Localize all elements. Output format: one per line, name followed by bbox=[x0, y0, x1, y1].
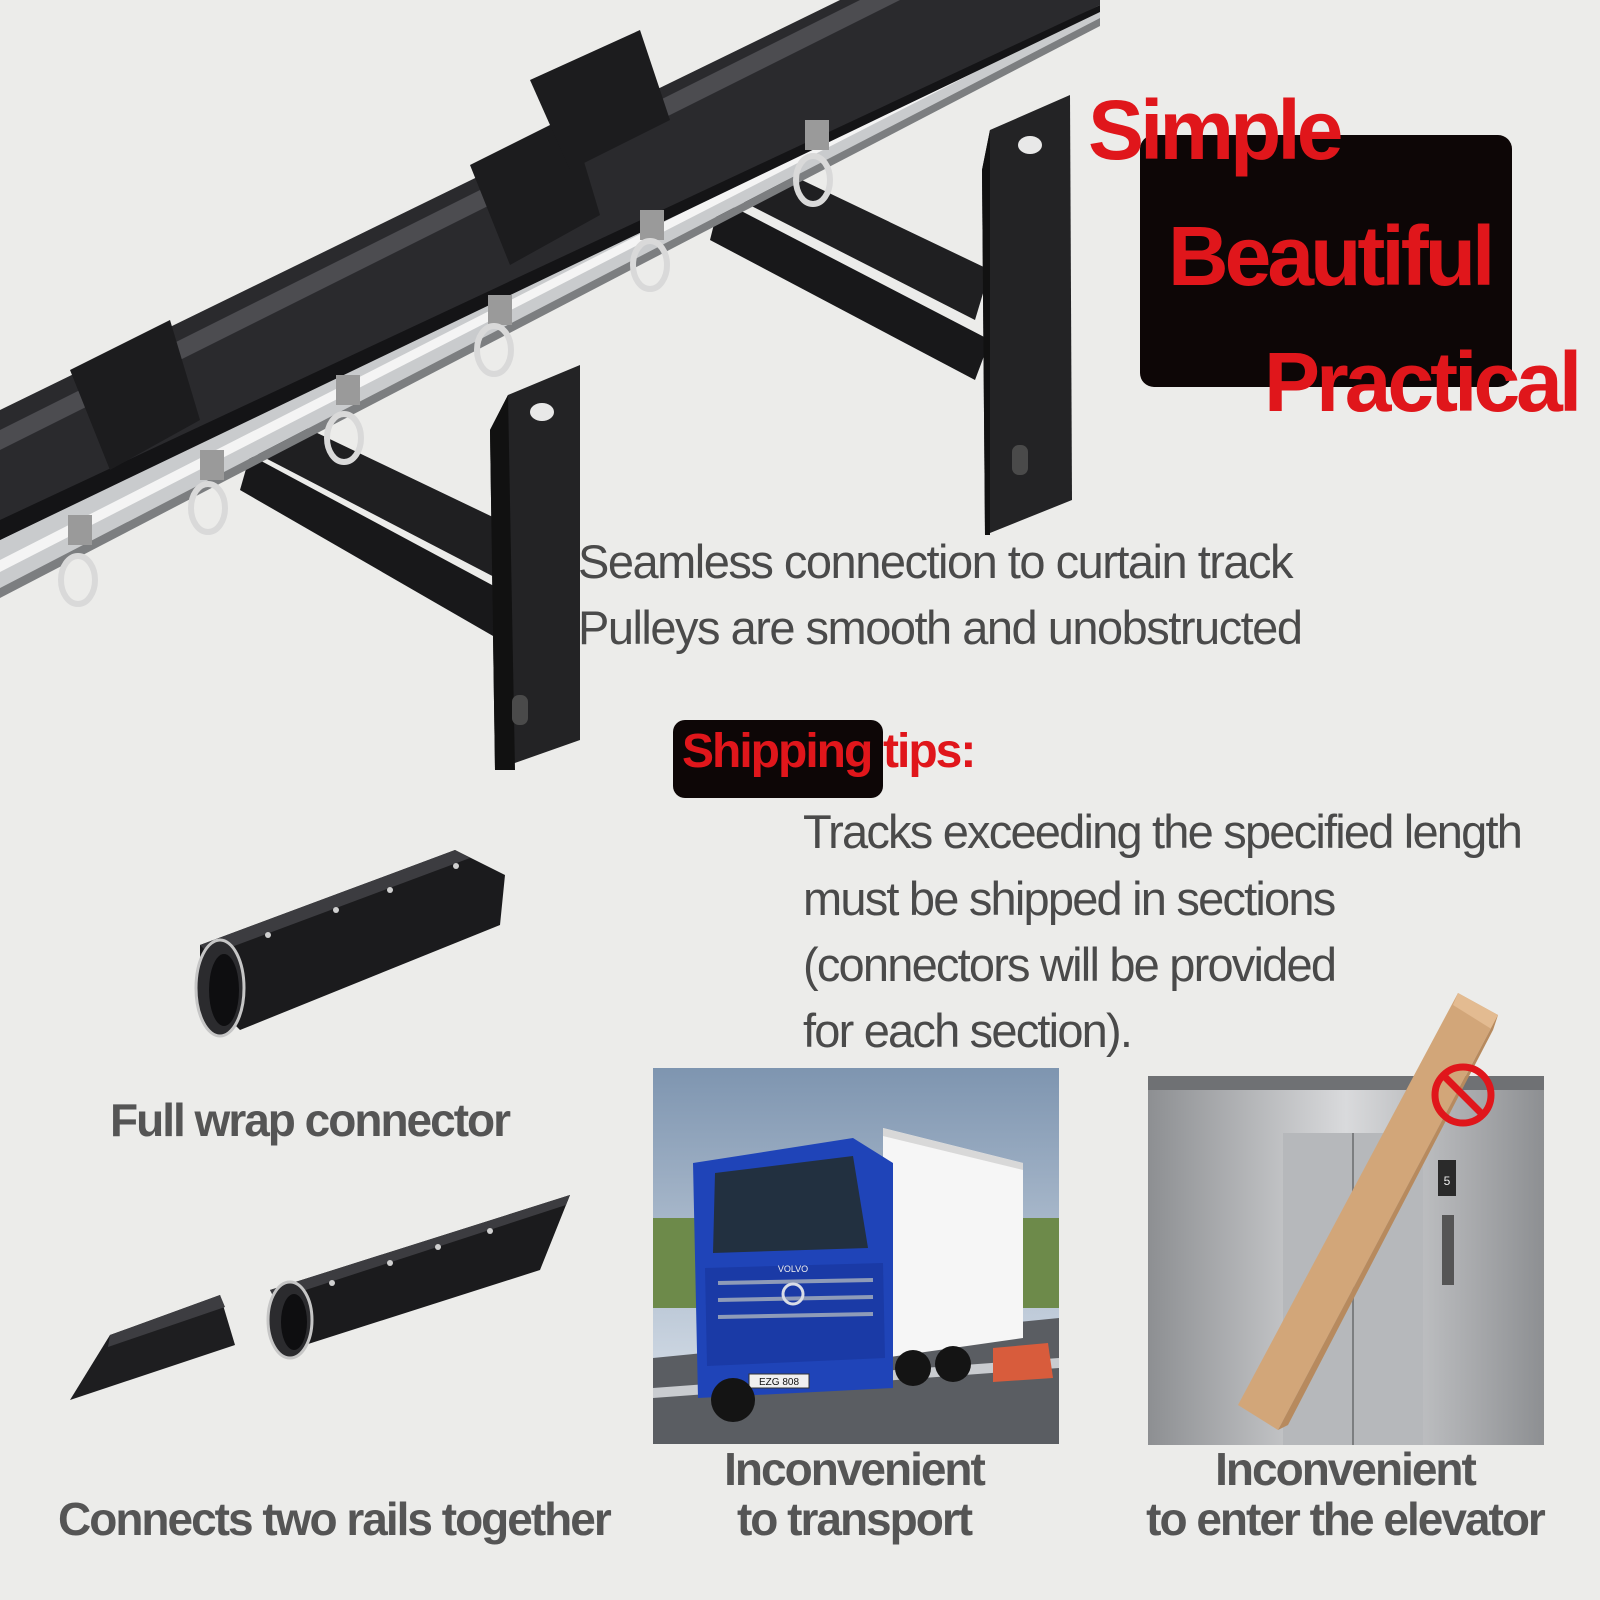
caption-elevator: Inconvenient to enter the elevator bbox=[1128, 1446, 1562, 1546]
prohibited-icon bbox=[1431, 1063, 1495, 1127]
caption-elevator-line: to enter the elevator bbox=[1146, 1493, 1546, 1545]
two-rails-connector-image bbox=[70, 1195, 570, 1400]
caption-two-rails: Connects two rails together bbox=[58, 1493, 612, 1545]
tagline-background bbox=[1140, 135, 1512, 387]
shipping-tips-label: tips: bbox=[883, 725, 976, 778]
caption-transport-line: Inconvenient bbox=[724, 1443, 986, 1495]
feature-pulleys: Pulleys are smooth and unobstructed bbox=[578, 601, 1303, 654]
feature-seamless: Seamless connection to curtain track bbox=[578, 535, 1294, 588]
tagline-beautiful: Beautiful bbox=[1168, 209, 1495, 303]
elevator-photo: 5 bbox=[1148, 993, 1544, 1445]
caption-elevator-line: Inconvenient bbox=[1215, 1443, 1477, 1495]
tagline-practical: Practical bbox=[1264, 335, 1582, 429]
truck-photo: EZG 808 VOLVO bbox=[653, 1068, 1059, 1444]
pulley-rings bbox=[58, 120, 833, 607]
elevator-floor-indicator: 5 bbox=[1444, 1174, 1451, 1188]
wall-bracket-left bbox=[240, 365, 580, 770]
wall-bracket-right bbox=[710, 95, 1072, 535]
full-wrap-connector-image bbox=[194, 850, 505, 1038]
shipping-highlight: Shipping bbox=[682, 725, 873, 778]
curtain-track-illustration bbox=[0, 0, 1100, 770]
shipping-note-line: (connectors will be provided bbox=[803, 938, 1337, 991]
truck-brand: VOLVO bbox=[778, 1264, 808, 1274]
truck-plate: EZG 808 bbox=[759, 1377, 799, 1388]
shipping-note-line: Tracks exceeding the specified length bbox=[803, 805, 1523, 858]
caption-transport: Inconvenient to transport bbox=[654, 1446, 1054, 1546]
shipping-badge bbox=[673, 720, 883, 798]
caption-transport-line: to transport bbox=[736, 1493, 973, 1545]
tagline-simple: Simple bbox=[1088, 83, 1343, 177]
shipping-note-line: for each section). bbox=[803, 1004, 1133, 1057]
caption-full-wrap-connector: Full wrap connector bbox=[110, 1094, 511, 1146]
shipping-note-line: must be shipped in sections bbox=[803, 872, 1336, 925]
